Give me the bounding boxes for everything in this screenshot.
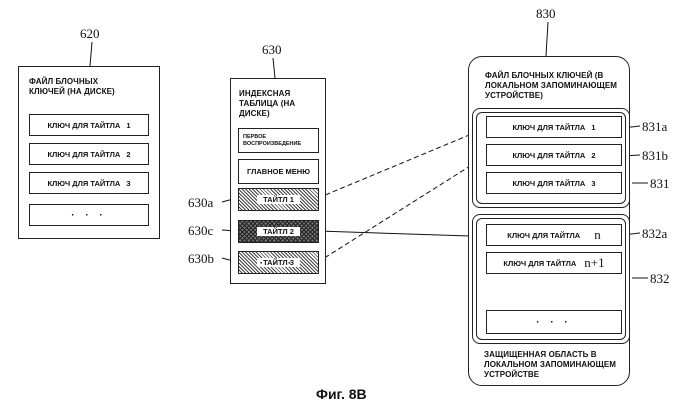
dashed-arrow-title1 [318,128,486,198]
local-key-row-n1: КЛЮЧ ДЛЯ ТАЙТЛАn+1 [486,252,622,274]
ref-630c: 630c [188,223,213,239]
disc-key-row-more: · · · [29,204,149,226]
local-key-row-n: КЛЮЧ ДЛЯ ТАЙТЛАn [486,224,622,246]
local-key-row-more-2: · · · [486,310,622,334]
main-menu-row: ГЛАВНОЕ МЕНЮ [238,159,319,184]
ref-630a: 630a [188,195,213,211]
ref-630b: 630b [188,251,214,267]
local-key-row-2: КЛЮЧ ДЛЯ ТАЙТЛА2 [486,144,622,166]
first-play-row: ПЕРВОЕ ВОСПРОИЗВЕДЕНИЕ [238,128,319,153]
leader-830 [546,22,548,56]
local-block-key-file-title: ФАЙЛ БЛОЧНЫХ КЛЮЧЕЙ (В ЛОКАЛЬНОМ ЗАПОМИН… [485,71,625,101]
ref-620: 620 [80,26,100,42]
protected-area-label: ЗАЩИЩЕННАЯ ОБЛАСТЬ В ЛОКАЛЬНОМ ЗАПОМИНАЮ… [484,350,624,380]
leader-630 [273,58,275,78]
index-table-title: ИНДЕКСНАЯ ТАБЛИЦА (НА ДИСКЕ) [239,89,309,119]
figure-caption: Фиг. 8В [316,386,367,402]
local-key-row-1: КЛЮЧ ДЛЯ ТАЙТЛА1 [486,116,622,138]
ref-830: 830 [536,6,556,22]
local-key-row-3: КЛЮЧ ДЛЯ ТАЙТЛА3 [486,172,622,194]
ref-831a: 831a [642,119,667,135]
disc-key-row-1: КЛЮЧ ДЛЯ ТАЙТЛА1 [29,114,149,136]
title2-row: ТАЙТЛ 2 [238,220,319,243]
block-key-file-disc-title: ФАЙЛ БЛОЧНЫХ КЛЮЧЕЙ (НА ДИСКЕ) [29,77,124,97]
disc-key-row-3: КЛЮЧ ДЛЯ ТАЙТЛА3 [29,172,149,194]
title1-row: ТАЙТЛ 1 [238,188,319,211]
leader-620 [90,42,92,66]
index-table-more-row: · · · [237,252,318,275]
ref-831: 831 [650,176,670,192]
block-key-file-disc: ФАЙЛ БЛОЧНЫХ КЛЮЧЕЙ (НА ДИСКЕ) КЛЮЧ ДЛЯ … [18,66,160,239]
ref-832: 832 [650,271,670,287]
dashed-arrow-title3 [318,156,486,262]
ref-831b: 831b [642,148,668,164]
ref-630: 630 [262,42,282,58]
disc-key-row-2: КЛЮЧ ДЛЯ ТАЙТЛА2 [29,143,149,165]
solid-arrow-title2 [318,231,486,236]
ref-832a: 832a [642,226,667,242]
